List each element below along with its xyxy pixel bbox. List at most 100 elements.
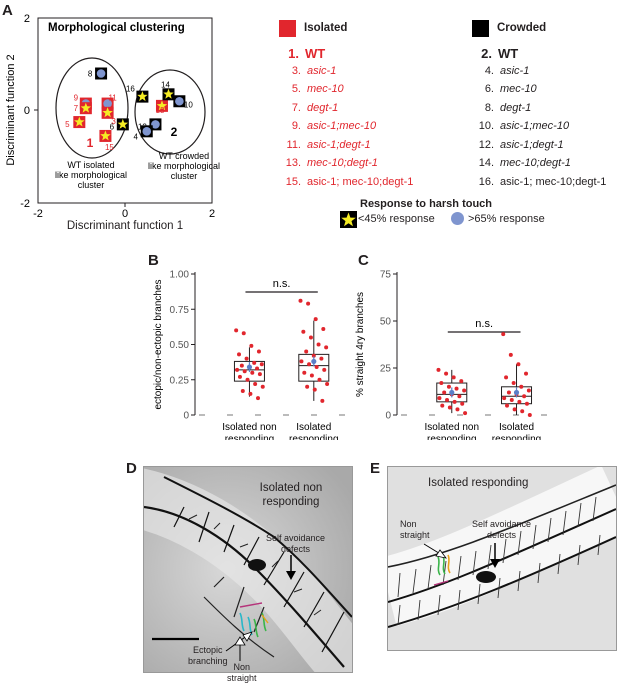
label-line: Non	[400, 519, 417, 529]
y-tick-label: -2	[20, 198, 30, 210]
data-point	[317, 377, 322, 382]
x-axis-label: Discriminant function 1	[66, 220, 184, 232]
point-id-label: 13	[156, 106, 165, 115]
data-point	[519, 384, 524, 389]
mean-marker	[449, 389, 455, 396]
cluster-2-id: 2	[171, 125, 178, 139]
cluster-ellipse-isolated	[55, 57, 129, 159]
legend-genotype-row: 10.asic-1;mec-10	[470, 120, 569, 132]
cluster-1-label: cluster	[78, 180, 105, 190]
crowded-header: Crowded	[497, 22, 547, 34]
box-iqr	[233, 360, 265, 382]
panel-d-letter: D	[126, 460, 137, 477]
legend-number: 3.	[291, 64, 301, 77]
legend-genotype-name: mec-10;degt-1	[500, 157, 571, 169]
legend-genotype-name: asic-1;mec-10	[500, 120, 570, 132]
data-point	[446, 384, 451, 389]
data-point	[440, 403, 445, 408]
data-point	[462, 388, 467, 393]
label-line: branching	[188, 656, 228, 666]
data-point	[255, 366, 260, 371]
panel-e-title: Isolated responding	[428, 477, 529, 489]
data-point	[245, 377, 250, 382]
legend-genotype-row: 14.mec-10;degt-1	[470, 157, 571, 169]
mean-marker	[246, 364, 253, 370]
isolated-header: Isolated	[304, 22, 348, 34]
data-point	[250, 370, 255, 375]
data-point	[454, 386, 459, 391]
data-point	[234, 328, 239, 333]
label-line: defects	[281, 544, 311, 554]
data-point	[313, 317, 318, 322]
circle-marker	[151, 120, 160, 129]
data-point	[436, 367, 441, 372]
category-label: responding	[492, 434, 541, 440]
data-point	[524, 401, 529, 406]
data-point	[502, 396, 507, 401]
circle-symbol-icon	[451, 212, 464, 225]
legend-genotype-row: 6.mec-10	[470, 83, 537, 95]
star-marker	[80, 102, 92, 113]
legend-number: 9.	[291, 120, 301, 132]
point-id-label: 10	[184, 100, 193, 109]
data-point	[501, 332, 506, 337]
scatter-point-5: 5	[65, 116, 86, 129]
neuron-micrograph-d	[144, 467, 352, 672]
legend-genotype-row: 12.asic-1;degt-1	[470, 139, 564, 151]
crowded-swatch	[472, 20, 489, 37]
legend-number: 8.	[484, 101, 494, 114]
box-2	[501, 332, 533, 417]
scatter-point-15: 15	[99, 129, 114, 152]
data-point	[512, 407, 517, 412]
panel-d-title-line: Isolated non	[259, 482, 323, 494]
legend-genotype-name: mec-10	[307, 83, 344, 95]
y-axis-label: % straight 4ry branches	[355, 292, 366, 397]
x-tick-label: 2	[209, 208, 215, 220]
star-marker	[102, 107, 113, 118]
label-line: straight	[227, 673, 257, 683]
point-id-label: 15	[105, 143, 114, 152]
data-point	[249, 343, 254, 348]
data-point	[244, 356, 249, 361]
legend-genotype-row: 5. mec-10	[277, 83, 344, 95]
point-id-label: 4	[134, 132, 139, 141]
data-point	[325, 381, 330, 386]
significance-label: n.s.	[475, 318, 493, 330]
cluster-2-label: cluster	[171, 171, 198, 181]
neuron-micrograph-e	[388, 467, 616, 650]
discriminant-scatter-plot: Morphological clustering -2 0 2 2 0 -2 D…	[5, 13, 220, 220]
data-point	[506, 390, 511, 395]
box-1	[436, 367, 468, 416]
x-tick-label: -2	[33, 208, 43, 220]
legend-genotype-row: 9.asic-1;mec-10	[277, 120, 376, 132]
label-line: Non	[233, 662, 251, 672]
data-point	[242, 369, 247, 374]
data-point	[463, 411, 468, 416]
legend-genotype-name: asic-1	[500, 64, 530, 77]
scatter-point-10: 10	[173, 95, 193, 109]
box-iqr	[436, 382, 468, 403]
panel-d-title: Isolated non responding	[236, 481, 346, 509]
circle-marker	[103, 99, 112, 108]
legend-number: 4.	[484, 64, 494, 77]
data-point	[319, 356, 324, 361]
data-point	[253, 381, 258, 386]
legend-genotype-name: WT	[498, 46, 519, 61]
legend-genotype-row: 1.WT	[277, 46, 325, 61]
data-point	[239, 363, 244, 368]
point-id-label: 8	[88, 70, 93, 79]
circle-marker	[142, 127, 152, 136]
data-point	[237, 374, 242, 379]
data-point	[256, 349, 261, 354]
y-tick-label: 1.00	[170, 270, 190, 281]
data-point	[527, 413, 532, 417]
point-id-label: 5	[65, 120, 70, 129]
high-response-label: >65% response	[468, 213, 545, 225]
legend-number: 15.	[285, 175, 301, 188]
point-id-label: 11	[108, 94, 117, 103]
legend-number: 5.	[291, 83, 301, 95]
category-label: Isolated	[499, 422, 534, 433]
category-label: responding	[289, 434, 338, 440]
